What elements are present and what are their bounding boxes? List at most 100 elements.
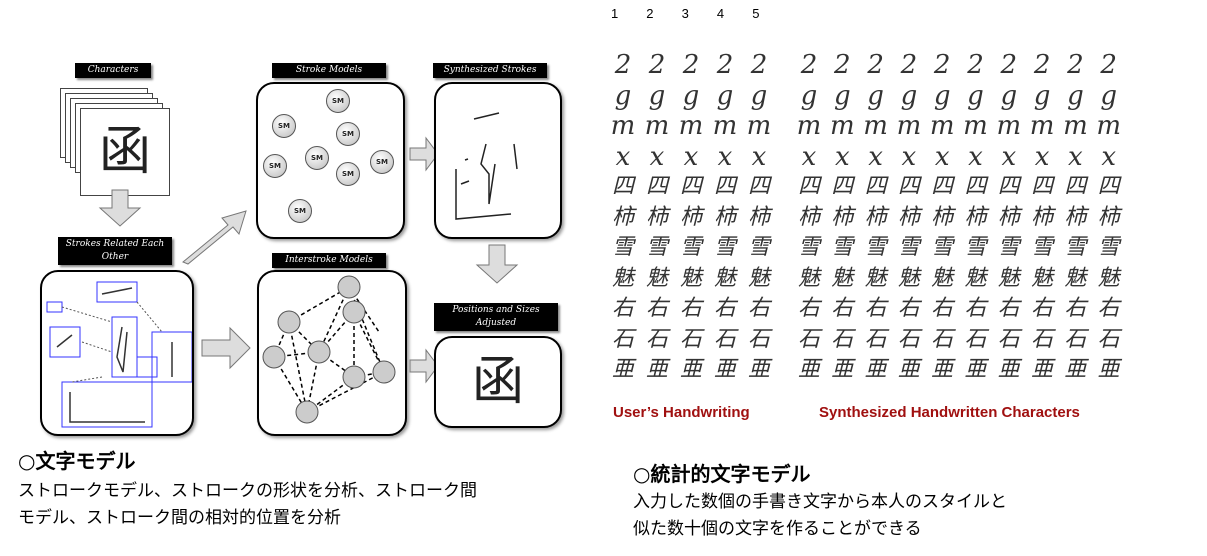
synthesized-char: 石 (1097, 326, 1120, 352)
synthesized-char: 右 (797, 296, 820, 321)
synthesized-char: 石 (964, 326, 987, 352)
synthesized-char: 2 (834, 50, 851, 80)
stroke-models-label: Stroke Models (272, 63, 386, 78)
user-handwritten-char: 雪 (611, 235, 634, 260)
user-handwritten-char: 石 (611, 326, 634, 352)
synthesized-char: 魅 (897, 265, 920, 291)
synthesized-char: m (796, 111, 822, 141)
synthesized-char: m (863, 111, 888, 141)
synthesized-char: 雪 (797, 235, 820, 260)
user-handwritten-char: 四 (645, 174, 668, 199)
synthesized-char: x (968, 141, 983, 172)
synthesized-char: m (963, 111, 988, 141)
user-handwritten-char: 雪 (747, 235, 770, 260)
synthesized-char: x (1034, 141, 1050, 172)
synthesized-char: 右 (831, 296, 854, 321)
synthesized-char: g (900, 80, 918, 111)
synthesized-char: g (1000, 80, 1018, 111)
synthesized-char: 魅 (931, 265, 954, 291)
synthesized-char: 亜 (864, 357, 887, 382)
synthesized-char: 右 (964, 296, 987, 321)
user-handwritten-char: 四 (747, 174, 770, 199)
synthesized-char: 右 (1031, 296, 1054, 321)
user-handwriting-label: User’s Handwriting (613, 404, 750, 421)
synthesized-char: m (896, 111, 922, 141)
user-handwritten-char: 魅 (747, 265, 770, 291)
synthesized-char: 雪 (864, 235, 887, 260)
right-caption-line2: 似た数十個の文字を作ることができる (633, 519, 922, 539)
arrow-right-3 (409, 348, 439, 384)
synthesized-char: 柿 (831, 204, 854, 230)
synthesized-char: 魅 (831, 265, 854, 291)
interstroke-graph (262, 275, 396, 424)
user-handwritten-char: x (683, 141, 699, 172)
synthesized-char: 魅 (997, 265, 1020, 291)
synthesized-char: m (1063, 111, 1088, 141)
synthesized-char: x (901, 141, 917, 172)
synthesized-char: 右 (864, 296, 887, 321)
arrow-right-top (409, 136, 439, 172)
user-handwritten-char: 2 (614, 50, 632, 80)
user-handwritten-char: m (644, 111, 670, 141)
user-handwritten-char: 四 (611, 174, 634, 199)
right-caption-title: ○統計的文字モデル (633, 462, 811, 486)
strokes-related-label: Strokes Related Each Other (58, 237, 172, 265)
arrow-right-bottom (201, 326, 251, 370)
synthesized-char: 柿 (897, 204, 920, 230)
synthesized-char: 石 (931, 326, 954, 352)
stroke-model-node: SM (326, 89, 350, 113)
synthesized-char: 柿 (931, 204, 954, 230)
synthesized-char: 石 (831, 326, 854, 352)
synthesized-char: 2 (1033, 50, 1051, 80)
column-number: 3 (681, 6, 689, 21)
synthesized-char: 2 (1100, 50, 1117, 80)
synthesized-char: g (967, 80, 984, 111)
synthesized-char: 魅 (1031, 265, 1054, 291)
user-handwritten-char: x (717, 141, 733, 172)
user-handwritten-char: 2 (750, 50, 768, 80)
synthesized-char: 魅 (864, 265, 887, 291)
synthesized-char: 四 (997, 174, 1020, 199)
synthesized-char: 石 (797, 326, 820, 352)
synthesized-char: g (1033, 80, 1051, 111)
synthesized-char: 石 (1064, 326, 1087, 352)
synthesized-char: 亜 (897, 357, 920, 382)
column-number: 1 (611, 6, 619, 21)
synthesized-char: g (933, 80, 951, 111)
user-handwritten-char: m (610, 111, 636, 141)
synthesized-char: 雪 (964, 235, 987, 260)
characters-label: Characters (75, 63, 151, 78)
synthesized-strokes-illustration (455, 112, 518, 220)
column-number: 2 (646, 6, 654, 21)
synthesized-char: 雪 (997, 235, 1020, 260)
synthesized-char: 石 (864, 326, 887, 352)
arrow-down-2 (475, 244, 519, 284)
synthesized-char: 魅 (797, 265, 820, 291)
left-caption-line1: ストロークモデル、ストロークの形状を分析、ストローク間 (18, 481, 477, 501)
user-handwritten-char: 2 (716, 50, 734, 80)
synthesized-strokes-label: Synthesized Strokes (433, 63, 547, 78)
synthesized-char: 魅 (1064, 265, 1087, 291)
synthesized-char: 亜 (997, 357, 1020, 382)
synthesized-char: 石 (897, 326, 920, 352)
stroke-model-node: SM (336, 162, 360, 186)
user-handwritten-char: g (682, 80, 700, 111)
synthesized-char: 雪 (897, 235, 920, 260)
synthesized-char: 石 (997, 326, 1020, 352)
user-handwritten-char: 魅 (679, 265, 702, 291)
user-handwritten-char: 右 (679, 296, 702, 321)
synthesized-char: 2 (967, 50, 984, 80)
synthesized-char: 四 (897, 174, 920, 199)
stroke-model-node: SM (336, 122, 360, 146)
synthesized-char: 右 (997, 296, 1020, 321)
synthesized-char: m (1029, 111, 1055, 141)
synthesized-char: 四 (831, 174, 854, 199)
user-handwritten-char: 柿 (713, 204, 736, 230)
column-number: 4 (716, 6, 725, 21)
user-handwritten-char: 魅 (611, 265, 634, 291)
user-handwritten-char: 亜 (713, 357, 736, 382)
synthesized-char: m (929, 111, 955, 141)
synthesized-char: m (1096, 111, 1122, 141)
stroke-model-node: SM (263, 154, 287, 178)
synthesized-char: 四 (1031, 174, 1054, 199)
